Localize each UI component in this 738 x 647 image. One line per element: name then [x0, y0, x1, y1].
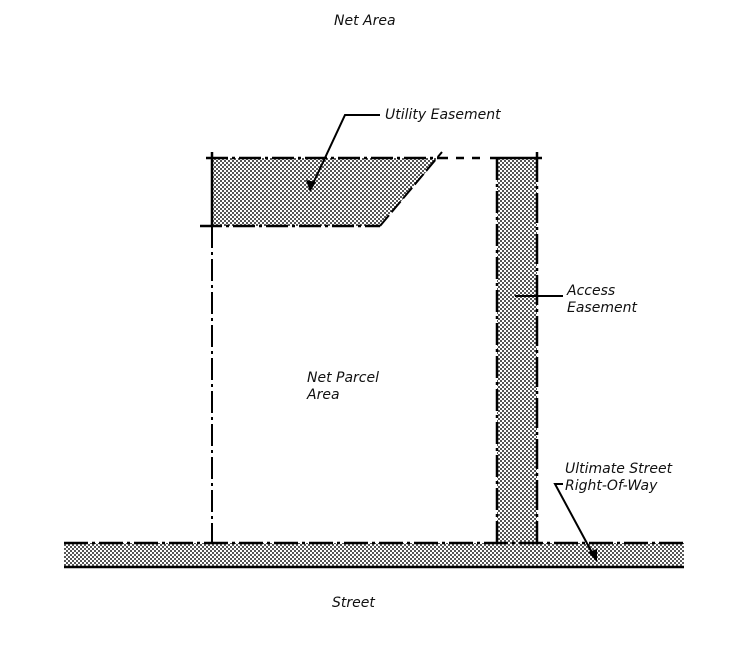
- net-parcel-line1: Net Parcel: [307, 370, 380, 386]
- diagram-title: Net Area: [334, 13, 396, 29]
- street-label: Street: [332, 595, 375, 611]
- right-of-way-line1: Ultimate Street: [565, 461, 673, 477]
- right-of-way-leader: [553, 483, 597, 561]
- utility-easement-leader: [309, 114, 380, 191]
- access-easement-line2: Easement: [567, 300, 637, 316]
- access-easement-area: [497, 158, 537, 544]
- net-parcel-line2: Area: [307, 387, 340, 403]
- access-easement-line1: Access: [567, 283, 616, 299]
- right-of-way-line2: Right-Of-Way: [565, 478, 658, 494]
- street-right-of-way-area: [64, 543, 684, 567]
- utility-easement-label: Utility Easement: [385, 107, 501, 123]
- utility-easement-area: [212, 158, 438, 226]
